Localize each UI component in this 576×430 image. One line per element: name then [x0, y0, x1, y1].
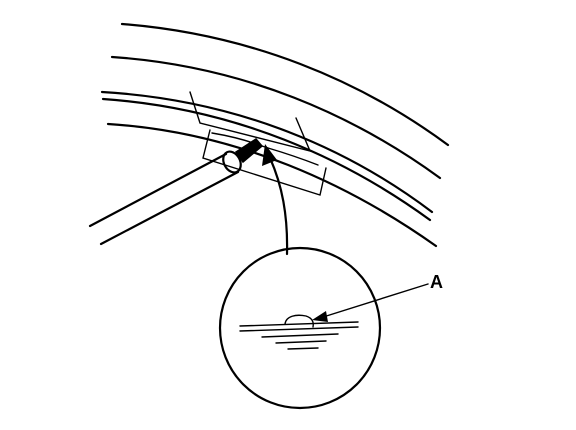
panel-curve-1	[120, 22, 450, 147]
protective-tape	[189, 91, 327, 196]
magnified-detail	[218, 246, 382, 410]
panel-curve-3	[100, 90, 434, 214]
tape-lower	[202, 129, 327, 196]
screwdriver-shaft-end	[222, 150, 242, 174]
screwdriver-tip	[234, 138, 264, 164]
detail-arrow-shaft	[268, 156, 289, 256]
panel-curve-2	[110, 55, 442, 180]
tape-upper	[189, 91, 312, 153]
detail-clip	[284, 314, 314, 328]
callout-leader	[319, 283, 429, 319]
panel-curve-5	[106, 122, 438, 248]
callout-arrow-head	[312, 311, 328, 322]
callout-label-a: A	[430, 272, 443, 292]
detail-circle	[218, 246, 382, 410]
screwdriver-shaft-top	[88, 152, 228, 228]
callout-a: A	[312, 272, 443, 322]
panel-curve-4a	[101, 97, 432, 222]
detail-arrow-head	[262, 144, 277, 166]
screwdriver-shaft-bottom	[99, 170, 240, 246]
detail-arrow	[262, 144, 289, 256]
screwdriver	[88, 138, 264, 246]
panel-curves	[100, 22, 450, 248]
